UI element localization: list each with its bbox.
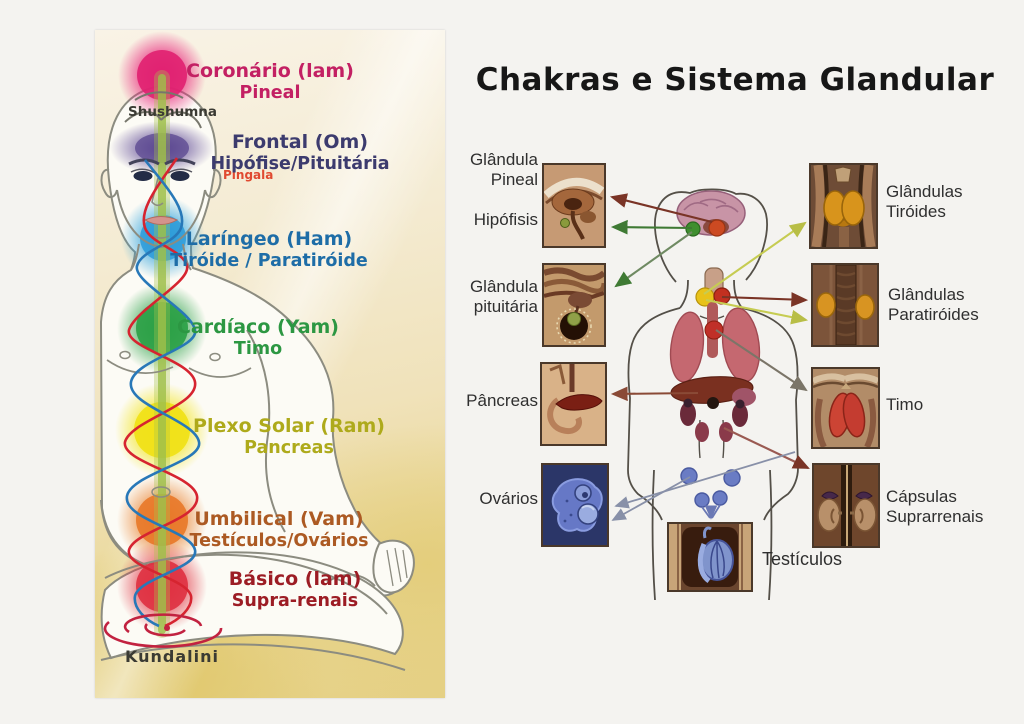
chakra-name: Coronário (lam) bbox=[186, 60, 354, 82]
chakra-label-cardiaco: Cardíaco (Yam) Timo bbox=[177, 316, 339, 360]
label-hipofisis: Hipófisis bbox=[473, 210, 538, 229]
chakra-name: Umbilical (Vam) bbox=[194, 508, 364, 530]
chakra-name: Básico (lam) bbox=[228, 568, 362, 590]
chakra-gland: Tiróide / Paratiróide bbox=[170, 251, 368, 271]
chakra-gland: Supra-renais bbox=[231, 591, 359, 611]
label-testiculos: Testículos bbox=[762, 549, 843, 569]
thumb-adrenals bbox=[812, 463, 880, 548]
label-glandulas-paratiroides: Glândulas Paratiróides bbox=[888, 285, 979, 324]
poster-title: Chakras e Sistema Glandular bbox=[475, 62, 995, 98]
chakra-gland: Pancreas bbox=[244, 438, 334, 458]
label-glandulas-tiroides: Glândulas Tiróides bbox=[886, 182, 963, 221]
thumb-pineal-brain bbox=[542, 163, 606, 248]
label-glandula-pineal: Glândula Pineal bbox=[469, 150, 538, 189]
thumb-testes bbox=[667, 522, 753, 592]
gonad-dots bbox=[680, 467, 741, 508]
chakra-gland: Hipófise/Pituitária bbox=[210, 154, 390, 174]
label-capsulas-suprarrenais: Cápsulas Suprarrenais bbox=[886, 487, 984, 526]
label-glandula-pituitaria: Glândula pituitária bbox=[469, 277, 538, 316]
chakra-gland: Testículos/Ovários bbox=[189, 531, 369, 551]
chakra-gland: Timo bbox=[233, 339, 283, 359]
thumb-ovaries bbox=[541, 463, 609, 547]
chakra-figure-panel: Shushumna Pingala Kundalini Coronário (l… bbox=[95, 30, 445, 698]
kundalini-label: Kundalini bbox=[125, 647, 219, 666]
gland-body-diagram bbox=[609, 188, 810, 601]
label-pancreas: Pâncreas bbox=[466, 391, 538, 410]
connector-arrows bbox=[609, 193, 810, 521]
chakra-gland: Pineal bbox=[239, 83, 301, 103]
chakra-label-umbilical: Umbilical (Vam) Testículos/Ovários bbox=[189, 508, 368, 552]
chakra-label-coronario: Coronário (lam) Pineal bbox=[186, 60, 354, 104]
chakra-label-basico: Básico (lam) Supra-renais bbox=[229, 568, 362, 612]
label-timo: Timo bbox=[886, 395, 924, 414]
chakra-name: Laríngeo (Ham) bbox=[185, 228, 353, 250]
pingala-label: Pingala bbox=[223, 168, 274, 182]
chakra-label-plexo-solar: Plexo Solar (Ram) Pancreas bbox=[193, 415, 385, 459]
meditating-figure-illustration bbox=[99, 31, 415, 671]
shushumna-label: Shushumna bbox=[128, 104, 217, 120]
chakra-name: Cardíaco (Yam) bbox=[176, 316, 340, 338]
body-organs bbox=[669, 190, 761, 442]
kundalini-spiral bbox=[103, 613, 223, 648]
thumb-parathyroid bbox=[811, 263, 879, 347]
thumb-thyroid bbox=[809, 163, 878, 249]
label-ovarios: Ovários bbox=[479, 489, 538, 508]
thumb-thymus bbox=[811, 367, 880, 449]
chakra-name: Plexo Solar (Ram) bbox=[193, 415, 385, 437]
chakra-label-laringeo: Laríngeo (Ham) Tiróide / Paratiróide bbox=[170, 228, 368, 272]
thumb-pituitary bbox=[542, 263, 606, 347]
ida-pingala-nadis bbox=[123, 157, 201, 628]
chakra-label-frontal: Frontal (Om) Hipófise/Pituitária bbox=[210, 131, 389, 175]
thumb-pancreas bbox=[540, 362, 607, 446]
chakra-name: Frontal (Om) bbox=[231, 131, 369, 153]
